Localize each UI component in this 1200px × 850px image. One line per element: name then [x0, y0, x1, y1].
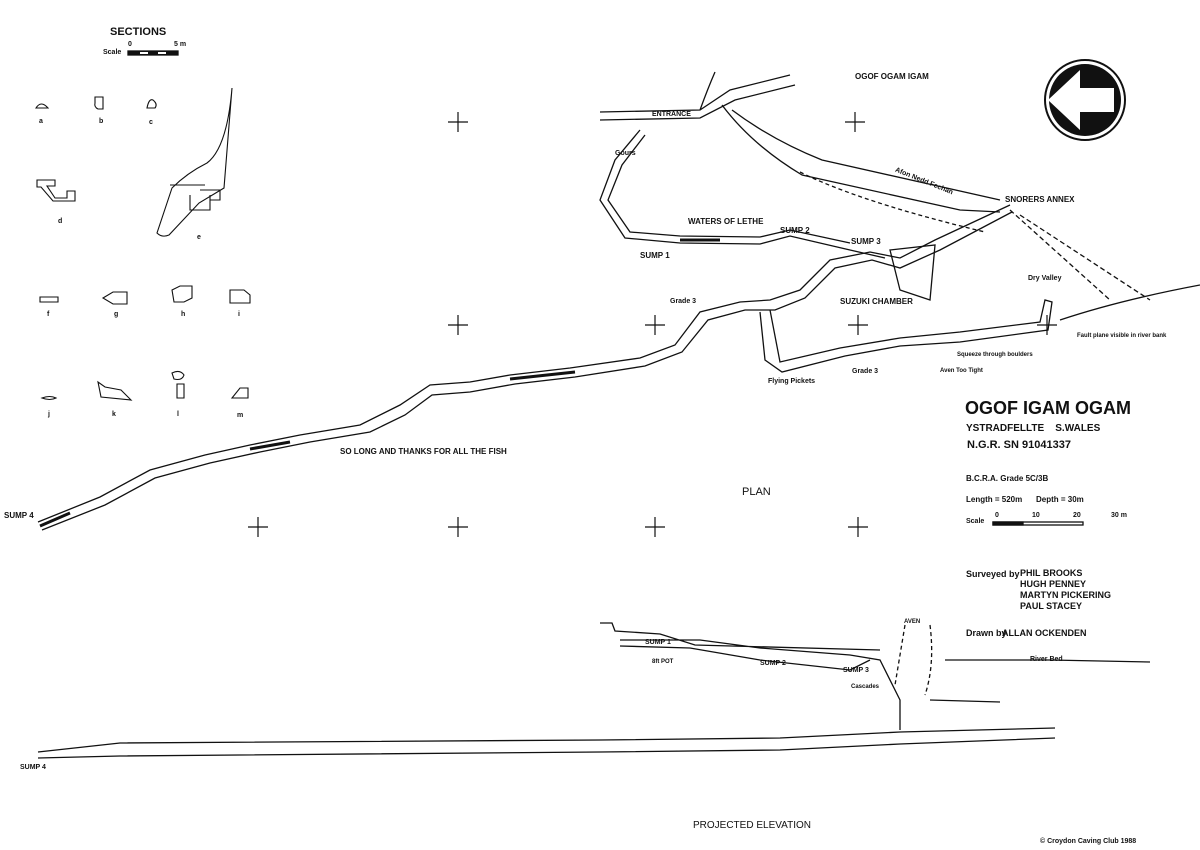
grid-reference: N.G.R. SN 91041337: [967, 439, 1071, 451]
label-fish: SO LONG AND THANKS FOR ALL THE FISH: [340, 447, 507, 456]
label-aven: AVEN: [904, 619, 921, 625]
info-scale-bar: [992, 521, 1084, 526]
label-elev-sump4: SUMP 4: [20, 764, 46, 771]
length: Length = 520m: [966, 495, 1023, 504]
elevation-title: PROJECTED ELEVATION: [693, 820, 811, 831]
label-dry-valley: Dry Valley: [1028, 275, 1062, 282]
drawn-by: ALLAN OCKENDEN: [1002, 628, 1087, 638]
label-flying-pickets: Flying Pickets: [768, 378, 816, 385]
label-sump1: SUMP 1: [640, 251, 670, 260]
label-sump2: SUMP 2: [780, 226, 810, 235]
label-waters-of-lethe: WATERS OF LETHE: [688, 217, 764, 226]
label-aven-too-tight: Aven Too Tight: [940, 368, 983, 374]
section-label: f: [47, 311, 50, 318]
sections-title: SECTIONS: [110, 26, 167, 38]
label-ogof-ogam-igam: OGOF OGAM IGAM: [855, 72, 929, 81]
section-label: g: [114, 311, 119, 318]
label-sump4: SUMP 4: [4, 511, 34, 520]
surveyor: PAUL STACEY: [1020, 601, 1083, 611]
label-river-bed: River Bed: [1030, 656, 1063, 663]
info-scale-tick: 20: [1073, 512, 1081, 519]
info-scale-tick: 0: [995, 512, 999, 519]
label-suzuki-chamber: SUZUKI CHAMBER: [840, 297, 913, 306]
label-snorers-annex: SNORERS ANNEX: [1005, 195, 1075, 204]
section-label: a: [39, 118, 43, 125]
label-grade3: Grade 3: [670, 298, 697, 305]
section-label: c: [149, 119, 153, 126]
sections-scale-tick: 0: [128, 41, 132, 48]
sections-scale-tick: 5 m: [174, 41, 187, 48]
surveyor: HUGH PENNEY: [1020, 579, 1087, 589]
grid-crosses: [248, 112, 1057, 537]
label-entrance: ENTRANCE: [652, 111, 691, 118]
section-label: j: [48, 411, 50, 418]
label-gours: Gours: [615, 150, 636, 157]
sections-scale-label: Scale: [103, 49, 122, 56]
label-squeeze: Squeeze through boulders: [957, 352, 1033, 358]
surveyed-by-label: Surveyed by: [966, 569, 1020, 579]
section-label: h: [181, 311, 186, 318]
label-grade3: Grade 3: [852, 368, 879, 375]
surveyor-list: PHIL BROOKS HUGH PENNEY MARTYN PICKERING…: [1020, 568, 1111, 612]
info-scale-label: Scale: [966, 518, 985, 525]
cross-sections: [35, 87, 251, 401]
label-elev-sump3: SUMP 3: [843, 667, 869, 674]
label-pot: 8ft POT: [652, 659, 674, 665]
section-label: e: [197, 234, 201, 241]
cave-name: OGOF IGAM OGAM: [965, 398, 1131, 418]
surveyor: PHIL BROOKS: [1020, 568, 1083, 578]
info-scale-tick: 10: [1032, 512, 1040, 519]
surveyor: MARTYN PICKERING: [1020, 590, 1112, 600]
plan-passages: [37, 71, 1200, 531]
drawn-by-label: Drawn by: [966, 628, 1007, 638]
section-label: d: [58, 218, 63, 225]
bcra-grade: B.C.R.A. Grade 5C/3B: [966, 474, 1049, 483]
label-fault-plane: Fault plane visible in river bank: [1077, 333, 1167, 339]
info-scale-tick: 30 m: [1111, 512, 1127, 519]
section-label: m: [237, 412, 244, 419]
sections-scale-bar: [127, 50, 179, 56]
section-label: b: [99, 118, 104, 125]
elevation-passages: [37, 622, 1151, 759]
label-sump3: SUMP 3: [851, 237, 881, 246]
label-elev-sump2: SUMP 2: [760, 660, 786, 667]
section-label: l: [177, 411, 179, 418]
label-elev-sump1: SUMP 1: [645, 639, 671, 646]
section-label: i: [238, 311, 240, 318]
label-cascades: Cascades: [851, 684, 880, 690]
north-arrow-icon: [1044, 59, 1126, 141]
section-label: k: [112, 411, 116, 418]
plan-hatching: [39, 238, 720, 528]
plan-title: PLAN: [742, 486, 771, 498]
depth: Depth = 30m: [1036, 495, 1084, 504]
copyright: © Croydon Caving Club 1988: [1040, 838, 1137, 845]
location: YSTRADFELLTE S.WALES: [966, 423, 1101, 434]
